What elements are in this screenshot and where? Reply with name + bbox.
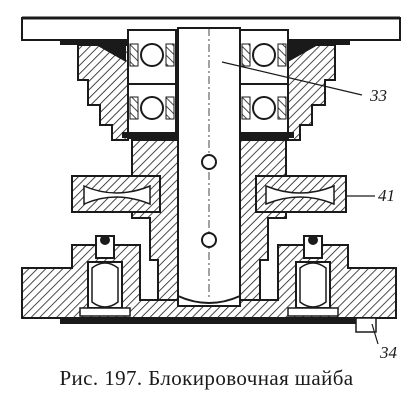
bolt-right xyxy=(287,235,339,317)
figure-title: Блокировочная шайба xyxy=(148,366,354,390)
callout-34: 34 xyxy=(379,343,398,362)
leader-lines xyxy=(221,61,379,345)
figure-caption: Рис. 197. Блокировочная шайба xyxy=(0,366,413,391)
figure-number: Рис. 197. xyxy=(59,366,143,390)
central-shaft xyxy=(177,27,241,307)
upper-housing xyxy=(77,44,336,141)
bearing-stack-left xyxy=(122,29,180,139)
locking-washer-41 xyxy=(71,139,347,301)
bearing-stack-right xyxy=(236,29,294,139)
callout-41: 41 xyxy=(378,186,395,205)
callout-33: 33 xyxy=(369,86,387,105)
bolt-left xyxy=(79,235,131,317)
